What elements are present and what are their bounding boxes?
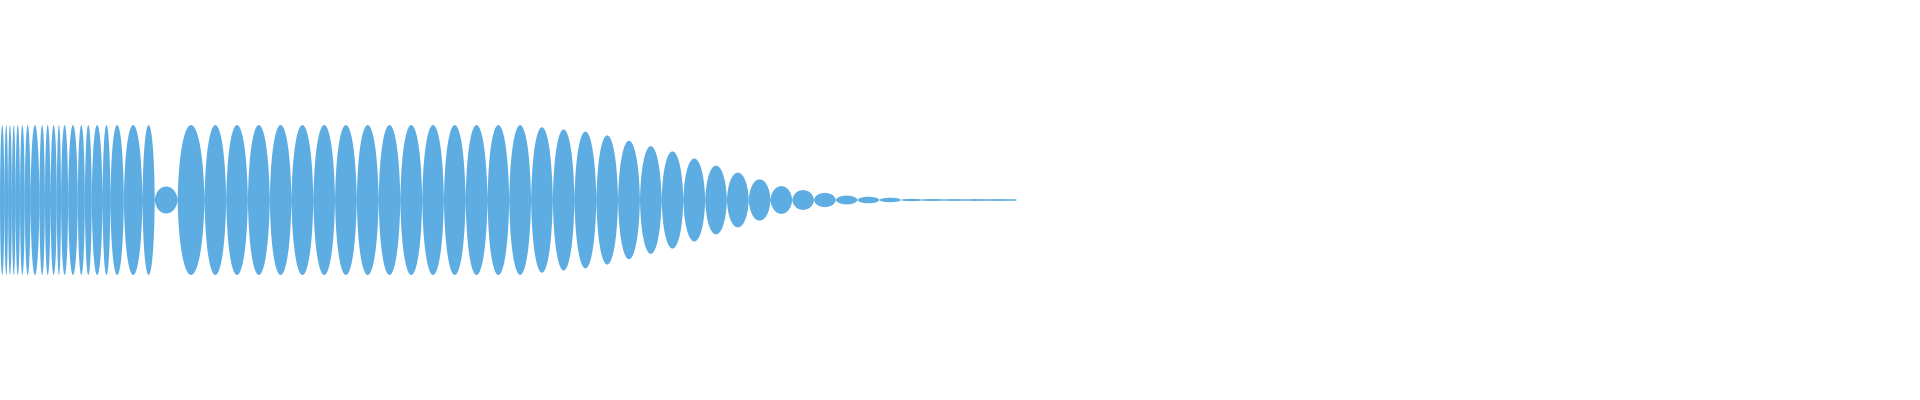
waveform-lobe	[19, 125, 25, 275]
waveform-lobe	[291, 125, 314, 275]
waveform-lobe	[269, 125, 292, 275]
waveform-lobe	[39, 125, 45, 275]
waveform-lobe	[44, 125, 51, 275]
waveform-lobe	[142, 125, 155, 275]
waveform-lobe	[24, 125, 31, 275]
waveform-lobe	[4, 125, 9, 275]
waveform-lobe	[705, 165, 727, 235]
waveform-lobe	[770, 186, 793, 214]
waveform-lobe	[552, 129, 575, 271]
waveform-lobe	[814, 192, 836, 208]
waveform-lobe	[30, 125, 40, 275]
waveform-lobe	[531, 127, 553, 273]
waveform-lobe	[8, 125, 12, 275]
waveform-lobe	[835, 195, 858, 205]
waveform-lobe	[204, 125, 227, 275]
waveform-lobe	[154, 186, 178, 214]
waveform-lobe	[378, 125, 401, 275]
waveform-lobe	[443, 125, 466, 275]
waveform-lobe	[68, 125, 78, 275]
waveform-lobe	[574, 131, 597, 269]
waveform-lobe	[487, 125, 510, 275]
waveform-lobe	[123, 125, 143, 275]
waveform-lobe	[596, 135, 619, 265]
waveform-series	[0, 125, 1010, 275]
waveform-lobe	[56, 125, 62, 275]
waveform-lobe	[61, 125, 69, 275]
waveform-lobe	[857, 196, 880, 204]
waveform-lobe	[77, 125, 85, 275]
waveform-lobe	[335, 125, 357, 275]
waveform-lobe	[356, 125, 379, 275]
waveform-lobe	[11, 125, 16, 275]
waveform-lobe	[50, 125, 57, 275]
waveform-lobe	[422, 125, 444, 275]
waveform-lobe	[509, 125, 532, 275]
waveform-lobe	[661, 151, 684, 249]
waveform-lobe	[879, 197, 902, 203]
waveform-lobe	[91, 125, 103, 275]
waveform-lobe	[618, 140, 640, 260]
waveform-lobe	[313, 125, 336, 275]
waveform-lobe	[15, 125, 20, 275]
waveform-lobe	[110, 125, 124, 275]
waveform-lobe	[683, 158, 706, 242]
waveform-lobe	[226, 125, 248, 275]
waveform-lobe	[102, 125, 111, 275]
waveform-lobe	[748, 179, 771, 221]
waveform-lobe	[726, 172, 749, 228]
waveform-lobe	[792, 190, 815, 210]
waveform-lobe	[465, 125, 488, 275]
waveform-lobe	[84, 125, 92, 275]
waveform-lobe	[177, 125, 205, 275]
waveform-lobe	[0, 125, 5, 275]
waveform-lobe	[400, 125, 423, 275]
waveform-lobe	[247, 125, 270, 275]
waveform-lobe	[639, 146, 662, 254]
